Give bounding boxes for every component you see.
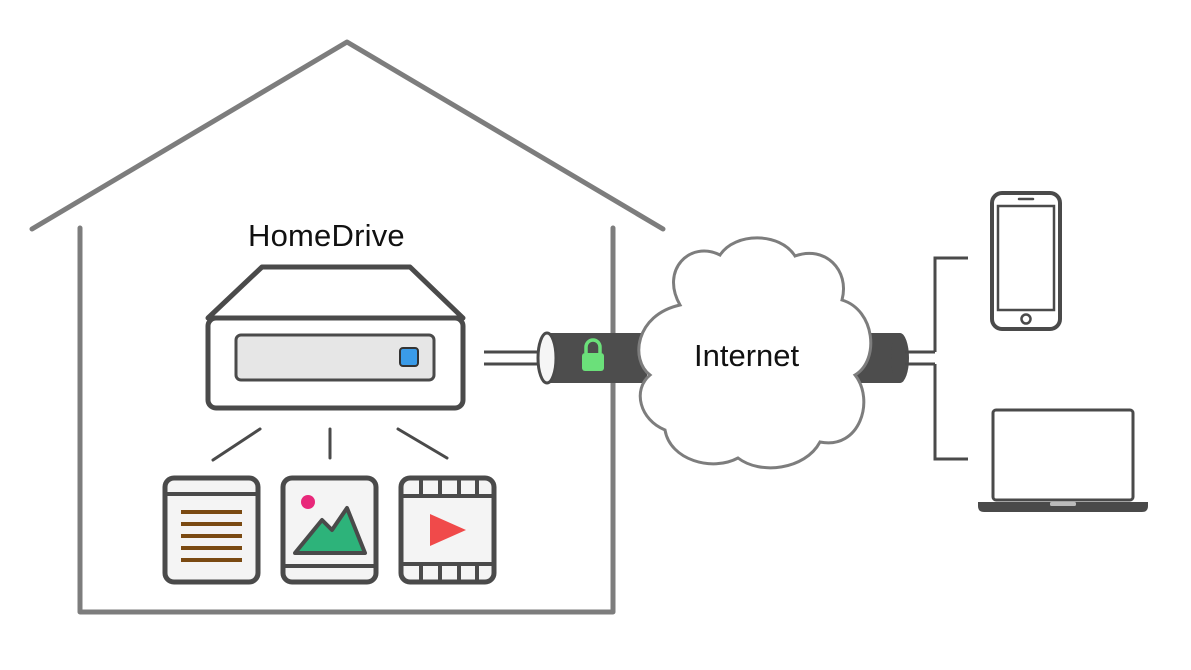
laptop-icon <box>978 408 1148 512</box>
smartphone-icon <box>990 191 1062 331</box>
internet-label: Internet <box>694 338 800 373</box>
cloud-icon <box>637 236 873 470</box>
video-icon <box>398 475 497 585</box>
status-led-icon <box>399 347 419 367</box>
homedrive-label: HomeDrive <box>248 218 405 253</box>
document-icon <box>162 475 261 585</box>
house-outline-icon <box>29 39 666 615</box>
file-connectors <box>211 427 449 462</box>
nas-server-icon <box>205 264 466 411</box>
device-branch-lines <box>905 256 968 461</box>
lock-icon <box>582 338 604 371</box>
image-icon <box>280 475 379 585</box>
